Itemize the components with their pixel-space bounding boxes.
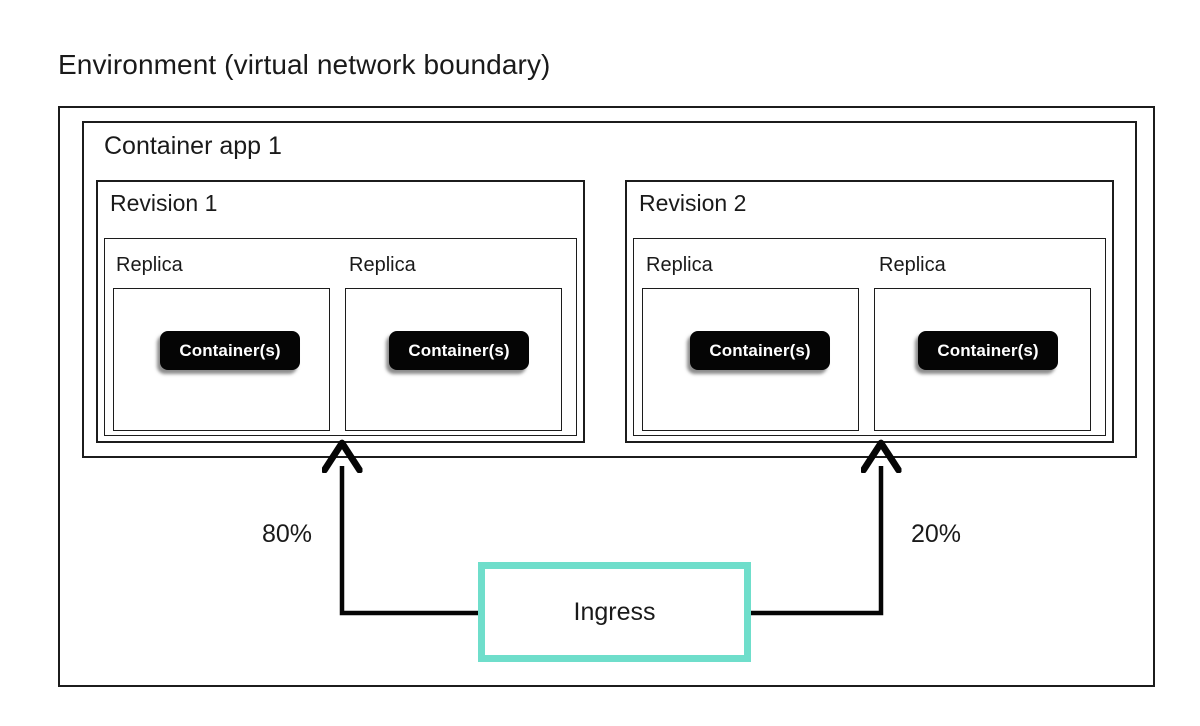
- ingress-box: Ingress: [478, 562, 751, 662]
- revision-1-label: Revision 1: [110, 190, 218, 216]
- container-pill: Container(s): [918, 331, 1058, 370]
- revision-2-label: Revision 2: [639, 190, 747, 216]
- container-app-label: Container app 1: [104, 132, 282, 160]
- replica-label: Replica: [116, 254, 183, 276]
- traffic-percent-revision-2: 20%: [911, 520, 962, 548]
- replica-label: Replica: [879, 254, 946, 276]
- ingress-label: Ingress: [573, 598, 656, 626]
- page-title: Environment (virtual network boundary): [58, 48, 550, 82]
- container-pill: Container(s): [389, 331, 529, 370]
- page-title-bold: Environment: [58, 49, 217, 80]
- page-title-subtitle: (virtual network boundary): [216, 49, 551, 80]
- container-pill: Container(s): [690, 331, 830, 370]
- replica-label: Replica: [646, 254, 713, 276]
- container-pill: Container(s): [160, 331, 300, 370]
- replica-label: Replica: [349, 254, 416, 276]
- traffic-percent-revision-1: 80%: [262, 520, 313, 548]
